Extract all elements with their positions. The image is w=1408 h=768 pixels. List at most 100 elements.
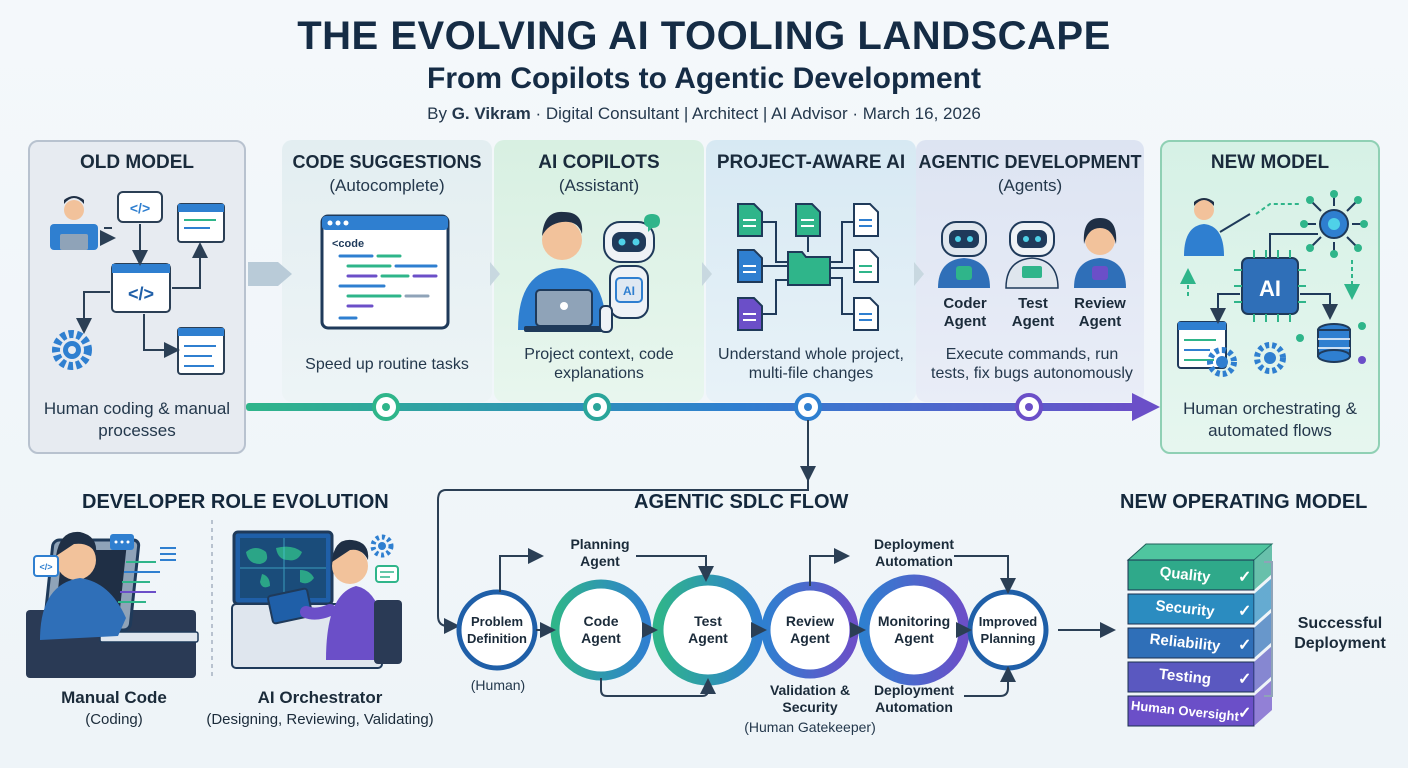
ai-copilots-description: Project context, code explanations [524,346,674,382]
svg-text:</>: </> [130,200,150,216]
ai-copilots-title: AI COPILOTS [538,152,660,173]
successful-deployment-label: Successful Deployment [1294,615,1386,652]
timeline-node-4 [1015,393,1043,421]
stack-layer-side [1254,680,1272,726]
test-agent-label: Test Agent [1011,295,1055,330]
coder-agent-icon [938,221,990,288]
node-label-monitoring: Monitoring Agent [877,613,951,646]
project-files-illustration [737,203,879,331]
agentic-development-description: Execute commands, run tests, fix bugs au… [931,346,1133,382]
ai-copilots-subtitle: (Assistant) [558,176,640,195]
stack-layer-side [1254,544,1272,590]
list-icon-small [160,547,176,561]
developer-icon [50,196,98,250]
chat-bubble-icon [375,565,399,583]
sdlc-node-problem [456,589,538,671]
agentic-development-title: AGENTIC DEVELOPMENT [918,152,1142,172]
gear-icon-new [1207,342,1286,377]
check-icon: ✓ [1238,671,1251,688]
stack-layer-security [1127,593,1255,625]
operating-model-stack: Quality✓Security✓Reliability✓Testing✓Hum… [1126,543,1274,727]
validation-security-label: Validation & Security [769,682,851,715]
stack-layer-side [1254,578,1272,624]
stack-layer-side [1254,612,1272,658]
svg-text:</>: </> [128,284,154,304]
byline: By G. Vikram · Digital Consultant | Arch… [427,104,981,123]
stack-top-face [1126,543,1274,561]
timeline-node-2 [583,393,611,421]
ai-copilots-panel [494,140,704,402]
node-label-test: Test Agent [688,613,728,646]
timeline-arrow [246,393,1160,482]
old-model-title: OLD MODEL [80,152,194,173]
copilot-illustration: AI [518,211,660,333]
database-icon [1296,322,1366,364]
check-icon: ✓ [1238,569,1251,586]
svg-text:</>: </> [39,562,52,572]
node-label-review: Review Agent [785,613,835,646]
network-node-icon [1300,190,1368,258]
ai-orchestrator-illustration [231,530,402,669]
presenter-icon [1184,198,1251,256]
gear-icon [52,330,92,370]
project-aware-title: PROJECT-AWARE AI [716,152,906,173]
stage-chevrons [248,262,924,286]
code-suggestions-subtitle: (Autocomplete) [329,176,445,195]
window-icon [177,203,225,243]
project-aware-description: Understand whole project, multi-file cha… [718,346,904,382]
sdlc-flow-title: AGENTIC SDLC FLOW [634,491,849,513]
check-icon: ✓ [1238,603,1251,620]
robot-ai-badge: AI [623,284,635,298]
review-agent-label: Review Agent [1074,295,1126,330]
manual-coder-illustration: </> [26,531,199,678]
code-bubble-icon: </> [117,191,163,223]
timeline-node-3 [794,393,822,421]
manual-code-label: Manual Code [61,688,167,707]
stack-layer-label: Testing [1158,666,1212,688]
page-subtitle: From Copilots to Agentic Development [427,62,981,95]
ai-orchestrator-label: AI Orchestrator [257,688,383,707]
developer-with-laptop [518,211,606,332]
role-evolution-title: DEVELOPER ROLE EVOLUTION [82,491,389,513]
chat-bubble-small [110,534,134,550]
review-agent-icon [1074,218,1126,288]
stack-layer-label: Quality [1159,564,1212,586]
stack-layer-side [1254,646,1272,692]
test-agent-icon [1005,221,1059,289]
gear-icon-small [370,534,394,558]
ai-chip-icon: AI [1234,250,1306,322]
old-model-illustration: </> </> [50,191,225,375]
agent-avatars [938,218,1126,289]
human-note: (Human) [470,677,526,693]
node-label-problem: Problem Definition [467,614,527,646]
stack-layer-human-oversight [1127,695,1255,727]
coder-agent-label: Coder Agent [943,295,987,330]
check-icon: ✓ [1238,637,1251,654]
document-icon [177,327,225,375]
check-icon: ✓ [1238,705,1251,722]
timeline-node-1 [372,393,400,421]
new-model-title: NEW MODEL [1210,152,1330,173]
planning-agent-label: Planning Agent [570,536,630,569]
stack-layer-testing [1127,661,1255,693]
operating-model-title: NEW OPERATING MODEL [1120,491,1368,513]
code-bubble-small: </> [33,555,59,577]
human-gatekeeper-note: (Human Gatekeeper) [744,719,876,735]
robot-icon: AI [599,214,660,333]
manual-code-sub: (Coding) [85,711,143,728]
code-editor-illustration: <code [320,214,450,330]
stack-layer-quality [1127,559,1255,591]
folder-icon [787,251,831,286]
sdlc-flow [437,480,1116,697]
author-name: G. Vikram [451,104,531,123]
deployment-automation-bottom-label: Deployment Automation [873,682,955,715]
node-label-improved: Improved Planning [978,614,1038,646]
agentic-development-subtitle: (Agents) [997,176,1063,195]
code-suggestions-description: Speed up routine tasks [305,356,469,373]
stack-layer-label: Security [1155,597,1216,620]
node-label-code: Code Agent [581,613,621,646]
central-code-window-icon: </> [111,263,171,313]
deployment-automation-top-label: Deployment Automation [873,536,955,569]
ai-orchestrator-sub: (Designing, Reviewing, Validating) [206,711,434,728]
